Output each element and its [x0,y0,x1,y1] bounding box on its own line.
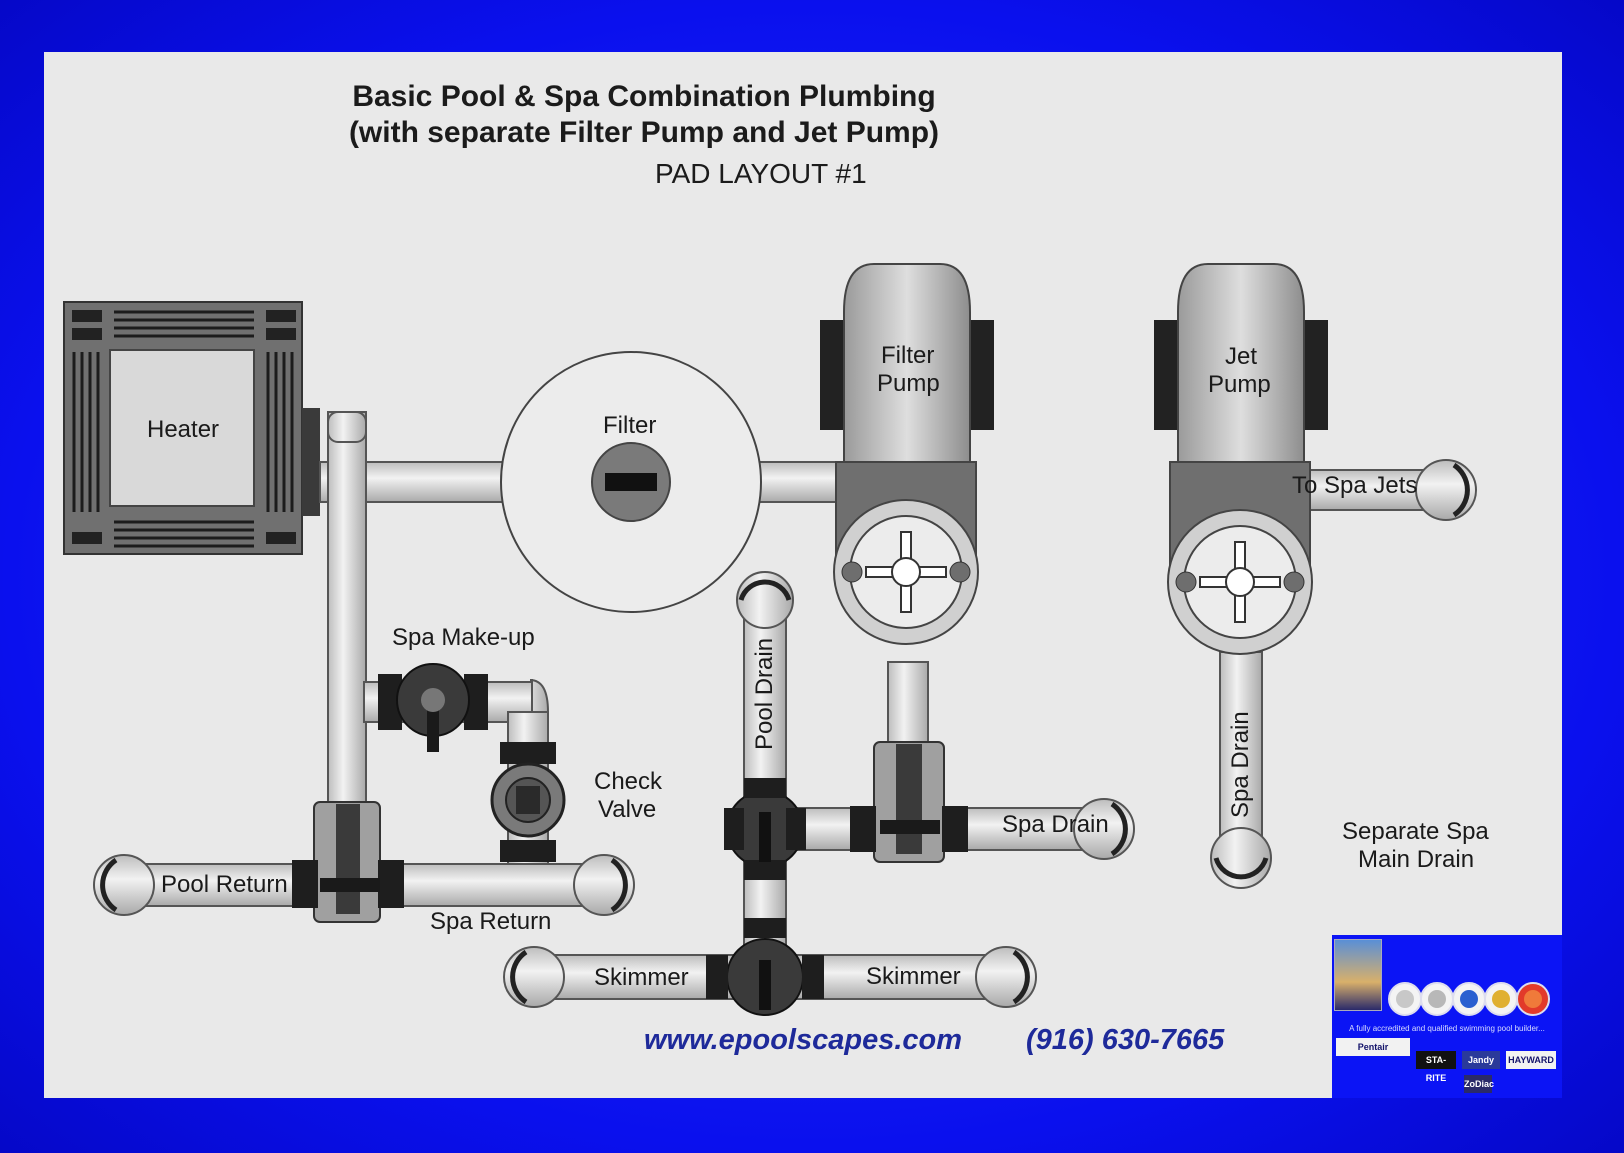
hayward-logo: HAYWARD [1506,1051,1556,1069]
filter-pump [820,263,994,645]
filter [500,351,762,613]
seal-5-icon [1516,982,1550,1016]
skimmer-left-label: Skimmer [594,964,689,991]
filter-label: Filter [603,412,657,439]
seal-3-icon [1452,982,1486,1016]
pool-return-label: Pool Return [161,871,288,898]
skimmer-right-label: Skimmer [866,963,961,990]
check-valve-label-1: Check [594,768,663,795]
accreditation-badge: A fully accredited and qualified swimmin… [1332,935,1562,1098]
plumbing-diagram [63,263,1477,1016]
spa-return-label: Spa Return [430,908,552,935]
jet-pump-label-1: Jet [1225,343,1258,370]
company-logo [1334,939,1382,1011]
filter-pump-label-1: Filter [881,342,935,369]
heater [63,301,320,555]
pool-drain-label: Pool Drain [751,637,778,750]
badge-tagline: A fully accredited and qualified swimmin… [1349,1024,1545,1033]
jet-spa-drain-label: Spa Drain [1227,711,1254,818]
check-valve-label-2: Valve [598,796,657,823]
title-line-1: Basic Pool & Spa Combination Plumbing [352,80,936,113]
jet-pump [1154,263,1328,655]
spa-makeup-label: Spa Make-up [392,624,535,651]
jandy-logo: Jandy [1462,1051,1500,1069]
diagram-sheet: Basic Pool & Spa Combination Plumbing (w… [44,52,1562,1098]
separate-spa-label-2: Main Drain [1358,846,1475,873]
seal-2-icon [1420,982,1454,1016]
website-link[interactable]: www.epoolscapes.com [644,1024,963,1056]
to-spa-jets-label: To Spa Jets [1292,472,1418,499]
pentair-logo: Pentair [1336,1038,1410,1056]
heater-label: Heater [147,416,220,443]
pipe-end-rings [100,462,1470,1005]
seal-4-icon [1484,982,1518,1016]
jet-pump-label-2: Pump [1208,371,1271,398]
spa-drain-label: Spa Drain [1002,811,1109,838]
starite-logo: STA-RITE [1416,1051,1456,1083]
separate-spa-label-1: Separate Spa [1342,818,1489,845]
subtitle: PAD LAYOUT #1 [655,158,867,189]
title-line-2: (with separate Filter Pump and Jet Pump) [348,116,940,149]
filter-pump-label-2: Pump [877,370,940,397]
valves [292,663,968,1016]
zodiac-logo: ZoDiac [1464,1075,1494,1093]
phone-number: (916) 630-7665 [1026,1024,1225,1056]
seal-1-icon [1388,982,1422,1016]
